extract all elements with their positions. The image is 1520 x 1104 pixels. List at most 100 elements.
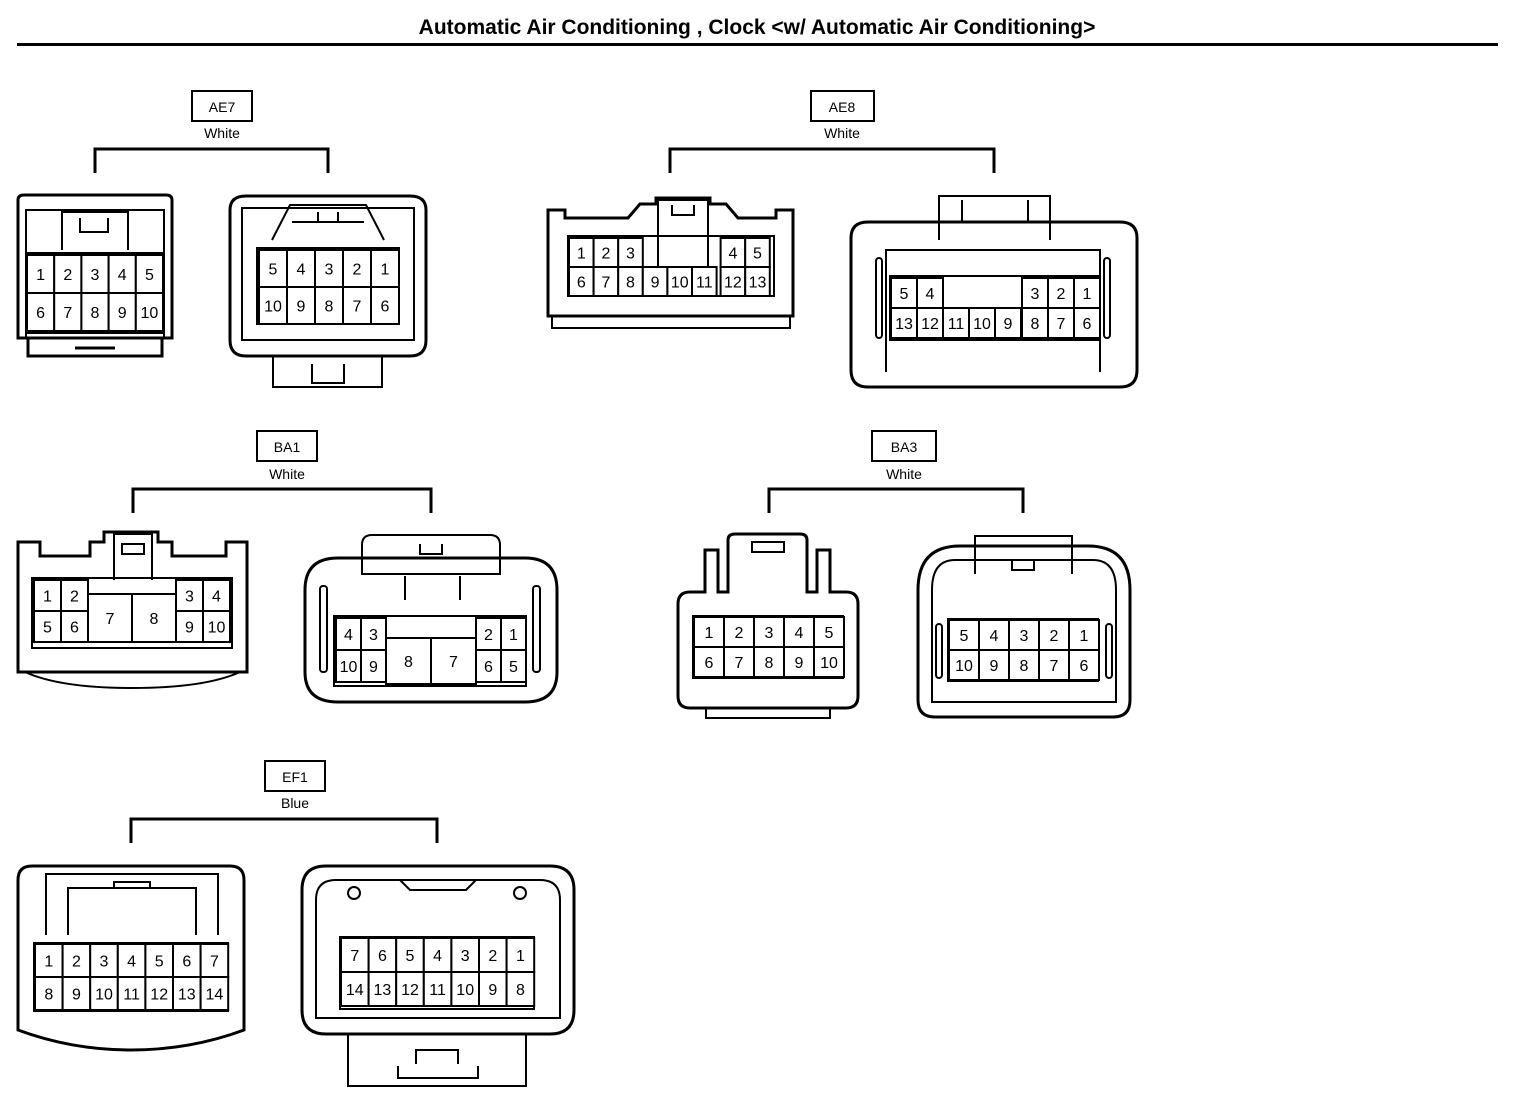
pin-number: 13 <box>374 982 392 999</box>
side-slot <box>875 257 883 339</box>
bracket <box>93 147 330 173</box>
pin-number: 5 <box>509 659 518 676</box>
pin-cell: 9 <box>994 307 1022 339</box>
pin-cell: 7 <box>53 292 83 332</box>
pin-cell-box <box>719 237 747 268</box>
housing-bottom <box>24 671 241 690</box>
pin-number: 4 <box>212 589 221 606</box>
pin-cell: 10 <box>948 649 980 681</box>
pin-number: 3 <box>185 589 194 606</box>
pin-cell: 2 <box>592 237 620 268</box>
pin-number: 12 <box>724 275 742 292</box>
pin-cell: 7 <box>723 646 755 678</box>
pin-number: 1 <box>1083 286 1092 303</box>
pin-cell: 5 <box>813 616 845 648</box>
pin-number: 7 <box>210 954 219 971</box>
pin-cell: 9 <box>978 649 1010 681</box>
pin-cell: 8 <box>34 976 64 1011</box>
pin-number: 8 <box>765 655 774 672</box>
pin-cell: 9 <box>61 976 92 1011</box>
housing-outline <box>546 196 795 318</box>
side-slot <box>1105 623 1113 679</box>
pin-cell: 12 <box>144 976 174 1011</box>
pin-number: 9 <box>118 305 127 322</box>
pin-cell: 7 <box>430 637 477 685</box>
connector-label-box <box>256 430 318 462</box>
pin-cell: 12 <box>719 266 747 297</box>
inner-frame <box>315 879 561 1019</box>
pin-number: 9 <box>795 655 804 672</box>
pin-number: 6 <box>381 299 390 316</box>
pin-cell: 1 <box>1068 619 1100 651</box>
pin-number: 4 <box>118 267 127 284</box>
top-latch <box>399 879 477 891</box>
pin-cell-box <box>395 937 425 973</box>
pin-cell-box <box>202 610 231 643</box>
pin-cell: 9 <box>286 286 316 325</box>
connector-label-box <box>264 760 326 792</box>
latch-window <box>751 541 785 553</box>
pin-number: 5 <box>960 628 969 645</box>
connector-view-left <box>16 530 249 690</box>
center-latch <box>657 199 709 266</box>
pin-number: 4 <box>728 246 737 263</box>
pin-number: 10 <box>340 659 358 676</box>
connector-label-box <box>871 430 937 462</box>
pin-number: 4 <box>344 627 353 644</box>
pin-number: 9 <box>488 982 497 999</box>
pin-cell-box <box>116 976 147 1011</box>
pin-cell-box <box>1038 619 1070 651</box>
pin-cell-box <box>1008 649 1040 681</box>
pin-number: 8 <box>325 299 334 316</box>
pin-number: 1 <box>43 589 52 606</box>
latch-frame <box>974 535 1073 574</box>
pin-cell-box <box>568 266 595 297</box>
pin-cell: 2 <box>475 617 502 651</box>
pin-cell-box <box>131 593 177 643</box>
connector-color-label: White <box>204 125 240 141</box>
pin-cell-box <box>360 617 387 651</box>
pin-number: 11 <box>948 316 965 333</box>
pin-number: 5 <box>406 948 415 965</box>
pin-number: 13 <box>895 316 913 333</box>
pin-cell: 7 <box>592 266 620 297</box>
pin-number: 13 <box>178 987 196 1004</box>
pin-number: 9 <box>990 658 999 675</box>
pin-cell-box <box>916 277 944 309</box>
pin-cell-box <box>1073 307 1101 339</box>
pin-cell-box <box>813 646 845 678</box>
connector-AE8: AE8 White <box>546 90 1139 389</box>
pin-cell: 8 <box>131 593 177 643</box>
pin-number: 8 <box>1031 316 1040 333</box>
pin-number: 5 <box>155 954 164 971</box>
pin-cell: 1 <box>500 617 527 651</box>
pin-cell: 1 <box>33 579 62 612</box>
pin-cell: 10 <box>335 649 362 683</box>
pin-cell: 4 <box>202 579 231 612</box>
pin-cell-box <box>370 249 400 288</box>
pin-cell-box <box>385 637 432 685</box>
pin-cell: 6 <box>1073 307 1101 339</box>
pin-number: 11 <box>696 275 713 292</box>
pin-cell: 7 <box>1047 307 1075 339</box>
pin-cell: 8 <box>1008 649 1040 681</box>
pin-number: 7 <box>63 305 72 322</box>
pin-number: 6 <box>70 620 79 637</box>
pin-number: 7 <box>1057 316 1066 333</box>
pin-cell: 11 <box>116 976 147 1011</box>
alignment-hole <box>513 886 527 900</box>
pin-number: 3 <box>369 627 378 644</box>
pin-cell-box <box>505 971 536 1007</box>
housing-outline <box>849 220 1139 389</box>
pin-cell: 8 <box>1021 307 1049 339</box>
pin-cell-box <box>175 579 204 612</box>
pin-cell: 4 <box>116 943 147 978</box>
pin-number: 14 <box>206 987 224 1004</box>
housing-outline <box>303 556 559 704</box>
pin-number: 8 <box>150 611 159 628</box>
latch-frame <box>938 195 1051 240</box>
pin-number: 3 <box>1031 286 1040 303</box>
pin-cell: 5 <box>258 249 288 288</box>
pin-number: 3 <box>626 246 635 263</box>
